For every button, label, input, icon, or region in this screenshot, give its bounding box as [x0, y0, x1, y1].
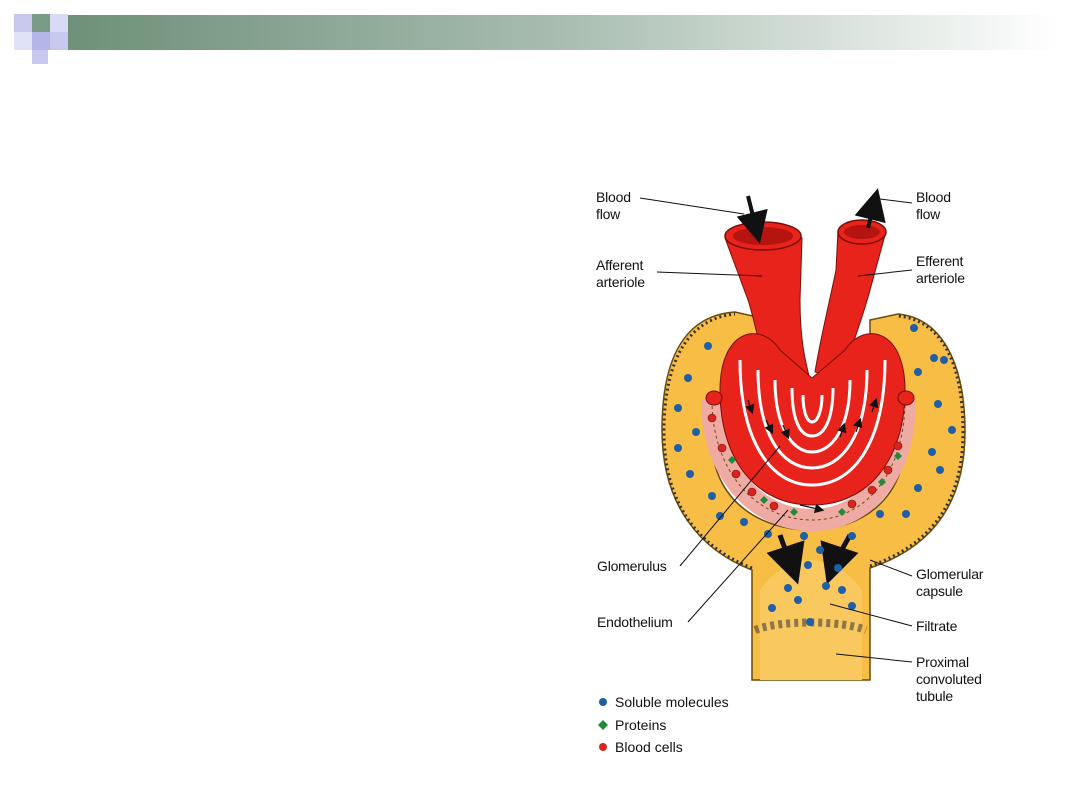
- capillary-flow-arrows: [745, 397, 879, 514]
- label-afferent-arteriole: Afferent arteriole: [596, 257, 645, 290]
- header-gradient-bar: [60, 15, 1060, 50]
- legend-soluble-molecules: Soluble molecules: [598, 694, 729, 710]
- capillary-end: [897, 390, 915, 406]
- proteins: [728, 452, 902, 516]
- filtrate-flow-arrow: [766, 534, 805, 585]
- header-square: [32, 32, 50, 50]
- label-glomerular-capsule: Glomerular capsule: [916, 566, 984, 599]
- efferent-lumen: [844, 225, 880, 239]
- label-endothelium: Endothelium: [597, 614, 673, 630]
- soluble-molecules: [674, 324, 956, 626]
- tubule-epithelium: [753, 618, 868, 634]
- legend-label: Soluble molecules: [615, 694, 729, 710]
- label-blood-flow-out: Blood flow: [916, 189, 951, 222]
- header-square: [50, 32, 68, 50]
- legend-proteins: Proteins: [598, 717, 666, 733]
- legend-blood-cells: Blood cells: [598, 739, 683, 755]
- header-square: [32, 50, 48, 64]
- label-blood-flow-in: Blood flow: [596, 189, 631, 222]
- blood-flow-in-arrow: [736, 195, 768, 244]
- legend-label: Blood cells: [615, 739, 683, 755]
- label-proximal-convoluted-tubule: Proximal convoluted tubule: [916, 654, 982, 704]
- capillary-end: [705, 390, 723, 406]
- renal-corpuscle-diagram: [639, 188, 966, 681]
- label-efferent-arteriole: Efferent arteriole: [916, 253, 965, 286]
- capsule-epithelium: [869, 314, 965, 568]
- header-square: [14, 14, 32, 32]
- header-square: [32, 14, 50, 32]
- label-filtrate: Filtrate: [916, 618, 958, 634]
- afferent-lumen: [733, 227, 793, 245]
- endothelium-pores: [711, 399, 906, 521]
- header-square: [50, 14, 68, 32]
- filtrate-flow-arrow: [820, 533, 859, 585]
- label-glomerulus: Glomerulus: [597, 558, 667, 574]
- legend-circle-icon: [599, 698, 607, 706]
- legend-circle-icon: [599, 743, 607, 751]
- header-square: [14, 32, 32, 50]
- legend-label: Proteins: [615, 717, 667, 733]
- legend-diamond-icon: [598, 720, 608, 730]
- capsule-epithelium: [662, 312, 753, 570]
- blood-cells: [707, 413, 903, 511]
- blood-flow-out-arrow: [854, 188, 886, 229]
- leader-lines: [639, 197, 913, 663]
- header-decoration: [14, 14, 1060, 64]
